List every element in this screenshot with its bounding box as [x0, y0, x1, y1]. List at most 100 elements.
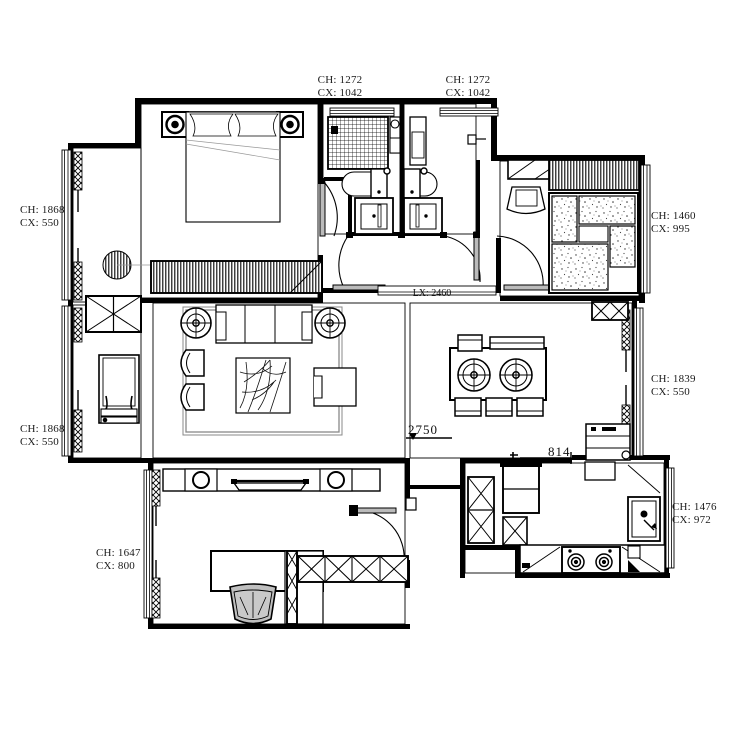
label-ch-right-lower: CH: 1476: [672, 501, 717, 513]
label-dim-814: 814: [548, 444, 571, 459]
end-table-left: [180, 307, 212, 339]
dimension-leaders: [377, 285, 616, 481]
television: [232, 482, 308, 491]
nightstand-right: [276, 111, 304, 138]
bed-pillow-right: [578, 225, 609, 243]
curtain-coil-5: [151, 469, 161, 507]
cabinet-b-door: [411, 131, 425, 159]
curtain-coil-4: [73, 409, 83, 453]
wall-kitchen-left: [460, 458, 465, 578]
jamb-2: [346, 232, 353, 238]
wall-living-bottom: [148, 458, 410, 463]
label-cx-bottom-left: CX: 800: [96, 560, 135, 572]
label-cx-right-middle: CX: 550: [651, 386, 690, 398]
kitchen-corner-fill: [628, 560, 640, 572]
wall-top: [135, 98, 497, 104]
shower-tray: [327, 116, 389, 170]
label-cx-left-lower: CX: 550: [20, 436, 59, 448]
curtain-coil-1: [73, 151, 83, 191]
wardrobe-master: [150, 260, 323, 294]
label-ch-right-upper: CH: 1460: [651, 210, 696, 222]
study-door-notch: [405, 497, 417, 511]
armchair-2: [180, 383, 205, 411]
shower-drain: [331, 126, 338, 134]
wall-jambs: [318, 178, 501, 516]
annotation-labels: CH: 1272 CX: 1042 CH: 1272 CX: 1042 CH: …: [20, 74, 717, 572]
living-room-furniture: [162, 304, 381, 492]
dining-chair-bottom-3: [516, 397, 544, 417]
wall-balcony-top: [68, 143, 141, 148]
window-kitchen-right: [665, 467, 675, 569]
bed-quilt-b: [578, 195, 636, 225]
jamb-5: [473, 232, 480, 238]
wall-master-bottom: [141, 298, 323, 303]
window-study-left: [143, 469, 153, 619]
wall-kitchen-step-v: [515, 545, 520, 578]
right-bedroom-furniture: [506, 159, 640, 294]
wall-study-bottom: [148, 624, 410, 629]
wall-bath-a-left: [348, 177, 352, 235]
dining-chair-bottom-1: [454, 397, 482, 417]
kitchen-upper-box: [584, 461, 616, 481]
coffee-table: [235, 357, 291, 414]
interior-outlines: [72, 103, 665, 625]
outline-study: [152, 462, 406, 625]
outline-living-room: [152, 302, 406, 459]
study-furniture: [210, 497, 417, 625]
wall-bath-divider: [400, 104, 404, 234]
label-lx-corridor: LX: 2460: [413, 288, 452, 299]
duvet-fold-1: [185, 139, 281, 151]
toilet-a: [341, 167, 391, 199]
switch-b: [467, 134, 477, 145]
bathroom-b-fixtures: [403, 116, 486, 235]
office-chair: [229, 583, 277, 625]
balcony-left-furniture: [85, 295, 142, 424]
jamb-7: [349, 505, 357, 516]
window-balcony-lower: [61, 305, 72, 457]
desk-chair-right: [506, 186, 546, 215]
windows: [61, 107, 675, 619]
nightstand-left: [161, 111, 189, 138]
label-ch-left-lower: CH: 1868: [20, 423, 65, 435]
sink-b: [403, 197, 443, 235]
jamb-3: [398, 232, 405, 238]
dining-chair-bottom-2: [485, 397, 513, 417]
wall-balcony-bottom: [68, 458, 154, 463]
label-cx-top-left: CX: 1042: [318, 87, 363, 99]
jamb-1: [318, 178, 325, 184]
wall-bath-a-lintel: [324, 177, 350, 181]
curtain-coil-2: [73, 261, 83, 301]
label-dim-2750: 2750: [408, 422, 438, 437]
right-utility-furniture: [585, 301, 631, 461]
doors: [319, 181, 551, 563]
closet-strip: [286, 550, 298, 625]
bathroom-a-fixtures: [327, 116, 401, 235]
tv-console: [162, 468, 381, 492]
label-ch-right-middle: CH: 1839: [651, 373, 696, 385]
wall-master-right-upper: [318, 104, 323, 182]
bed-quilt-d: [551, 243, 609, 291]
duvet-fold-2: [185, 143, 281, 161]
sofa: [215, 304, 313, 344]
wall-master-left-top: [135, 98, 141, 148]
toilet-b: [403, 167, 438, 199]
fridge-top-band: [500, 462, 542, 467]
lx-band: [377, 285, 497, 296]
bed-quilt-a: [551, 195, 578, 243]
sink-a: [354, 197, 394, 235]
wardrobe-master-diagonal: [289, 260, 323, 294]
label-ch-left-upper: CH: 1868: [20, 204, 65, 216]
window-bath-b: [439, 107, 499, 117]
window-bath-a: [329, 107, 395, 117]
wardrobe-study: [297, 555, 409, 583]
label-cx-right-upper: CX: 995: [651, 223, 690, 235]
curtain-coil-6: [151, 577, 161, 619]
counter-marker: [522, 563, 530, 568]
end-table-right: [314, 307, 346, 339]
leader-814-tick: [510, 452, 518, 464]
dining-area-furniture: [449, 334, 547, 417]
label-ch-top-right: CH: 1272: [446, 74, 491, 86]
kitchen-socket: [627, 545, 641, 559]
